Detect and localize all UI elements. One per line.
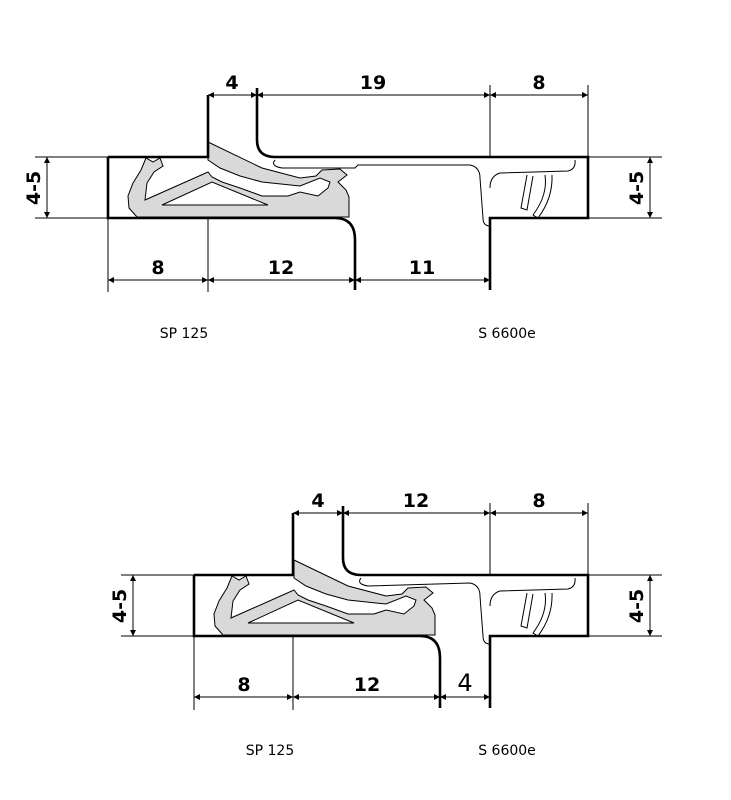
label-s6600e: S 6600e — [478, 743, 536, 759]
dimension-lines — [44, 92, 653, 283]
dim-bottom-1: 8 — [237, 674, 250, 696]
dim-side-left: 4-5 — [109, 589, 131, 623]
dim-top-1: 4 — [225, 72, 238, 94]
s6600e-profile-outline — [359, 577, 576, 645]
diagram-2: 4 12 8 8 12 4 4-5 4-5 SP 125 S 6600e — [109, 490, 662, 759]
dim-bottom-2: 12 — [268, 257, 294, 279]
s6600e-profile-outline — [273, 159, 576, 227]
dimension-lines — [130, 510, 653, 700]
label-sp125: SP 125 — [246, 743, 295, 759]
dim-bottom-3: 11 — [409, 257, 435, 279]
frame-outline — [192, 506, 590, 708]
sp125-seal-profile — [127, 141, 350, 218]
extension-lines — [121, 503, 662, 710]
s6600e-clip-lines — [520, 174, 553, 219]
dim-top-2: 12 — [403, 490, 429, 512]
diagram-1: 4 19 8 8 12 11 4-5 4-5 SP 125 S 6600e — [23, 72, 662, 342]
dim-side-left: 4-5 — [23, 171, 45, 205]
dim-side-right: 4-5 — [626, 589, 648, 623]
dim-top-3: 8 — [532, 72, 545, 94]
dim-top-2: 19 — [360, 72, 386, 94]
label-sp125: SP 125 — [160, 326, 209, 342]
s6600e-clip-lines — [520, 592, 553, 637]
dim-bottom-1: 8 — [151, 257, 164, 279]
sp125-seal-profile — [213, 559, 436, 636]
label-s6600e: S 6600e — [478, 326, 536, 342]
dim-bottom-2: 12 — [354, 674, 380, 696]
frame-outline — [106, 88, 590, 290]
dim-top-1: 4 — [311, 490, 324, 512]
dim-bottom-3: 4 — [457, 669, 472, 697]
dim-side-right: 4-5 — [626, 171, 648, 205]
dim-top-3: 8 — [532, 490, 545, 512]
extension-lines — [35, 85, 662, 292]
